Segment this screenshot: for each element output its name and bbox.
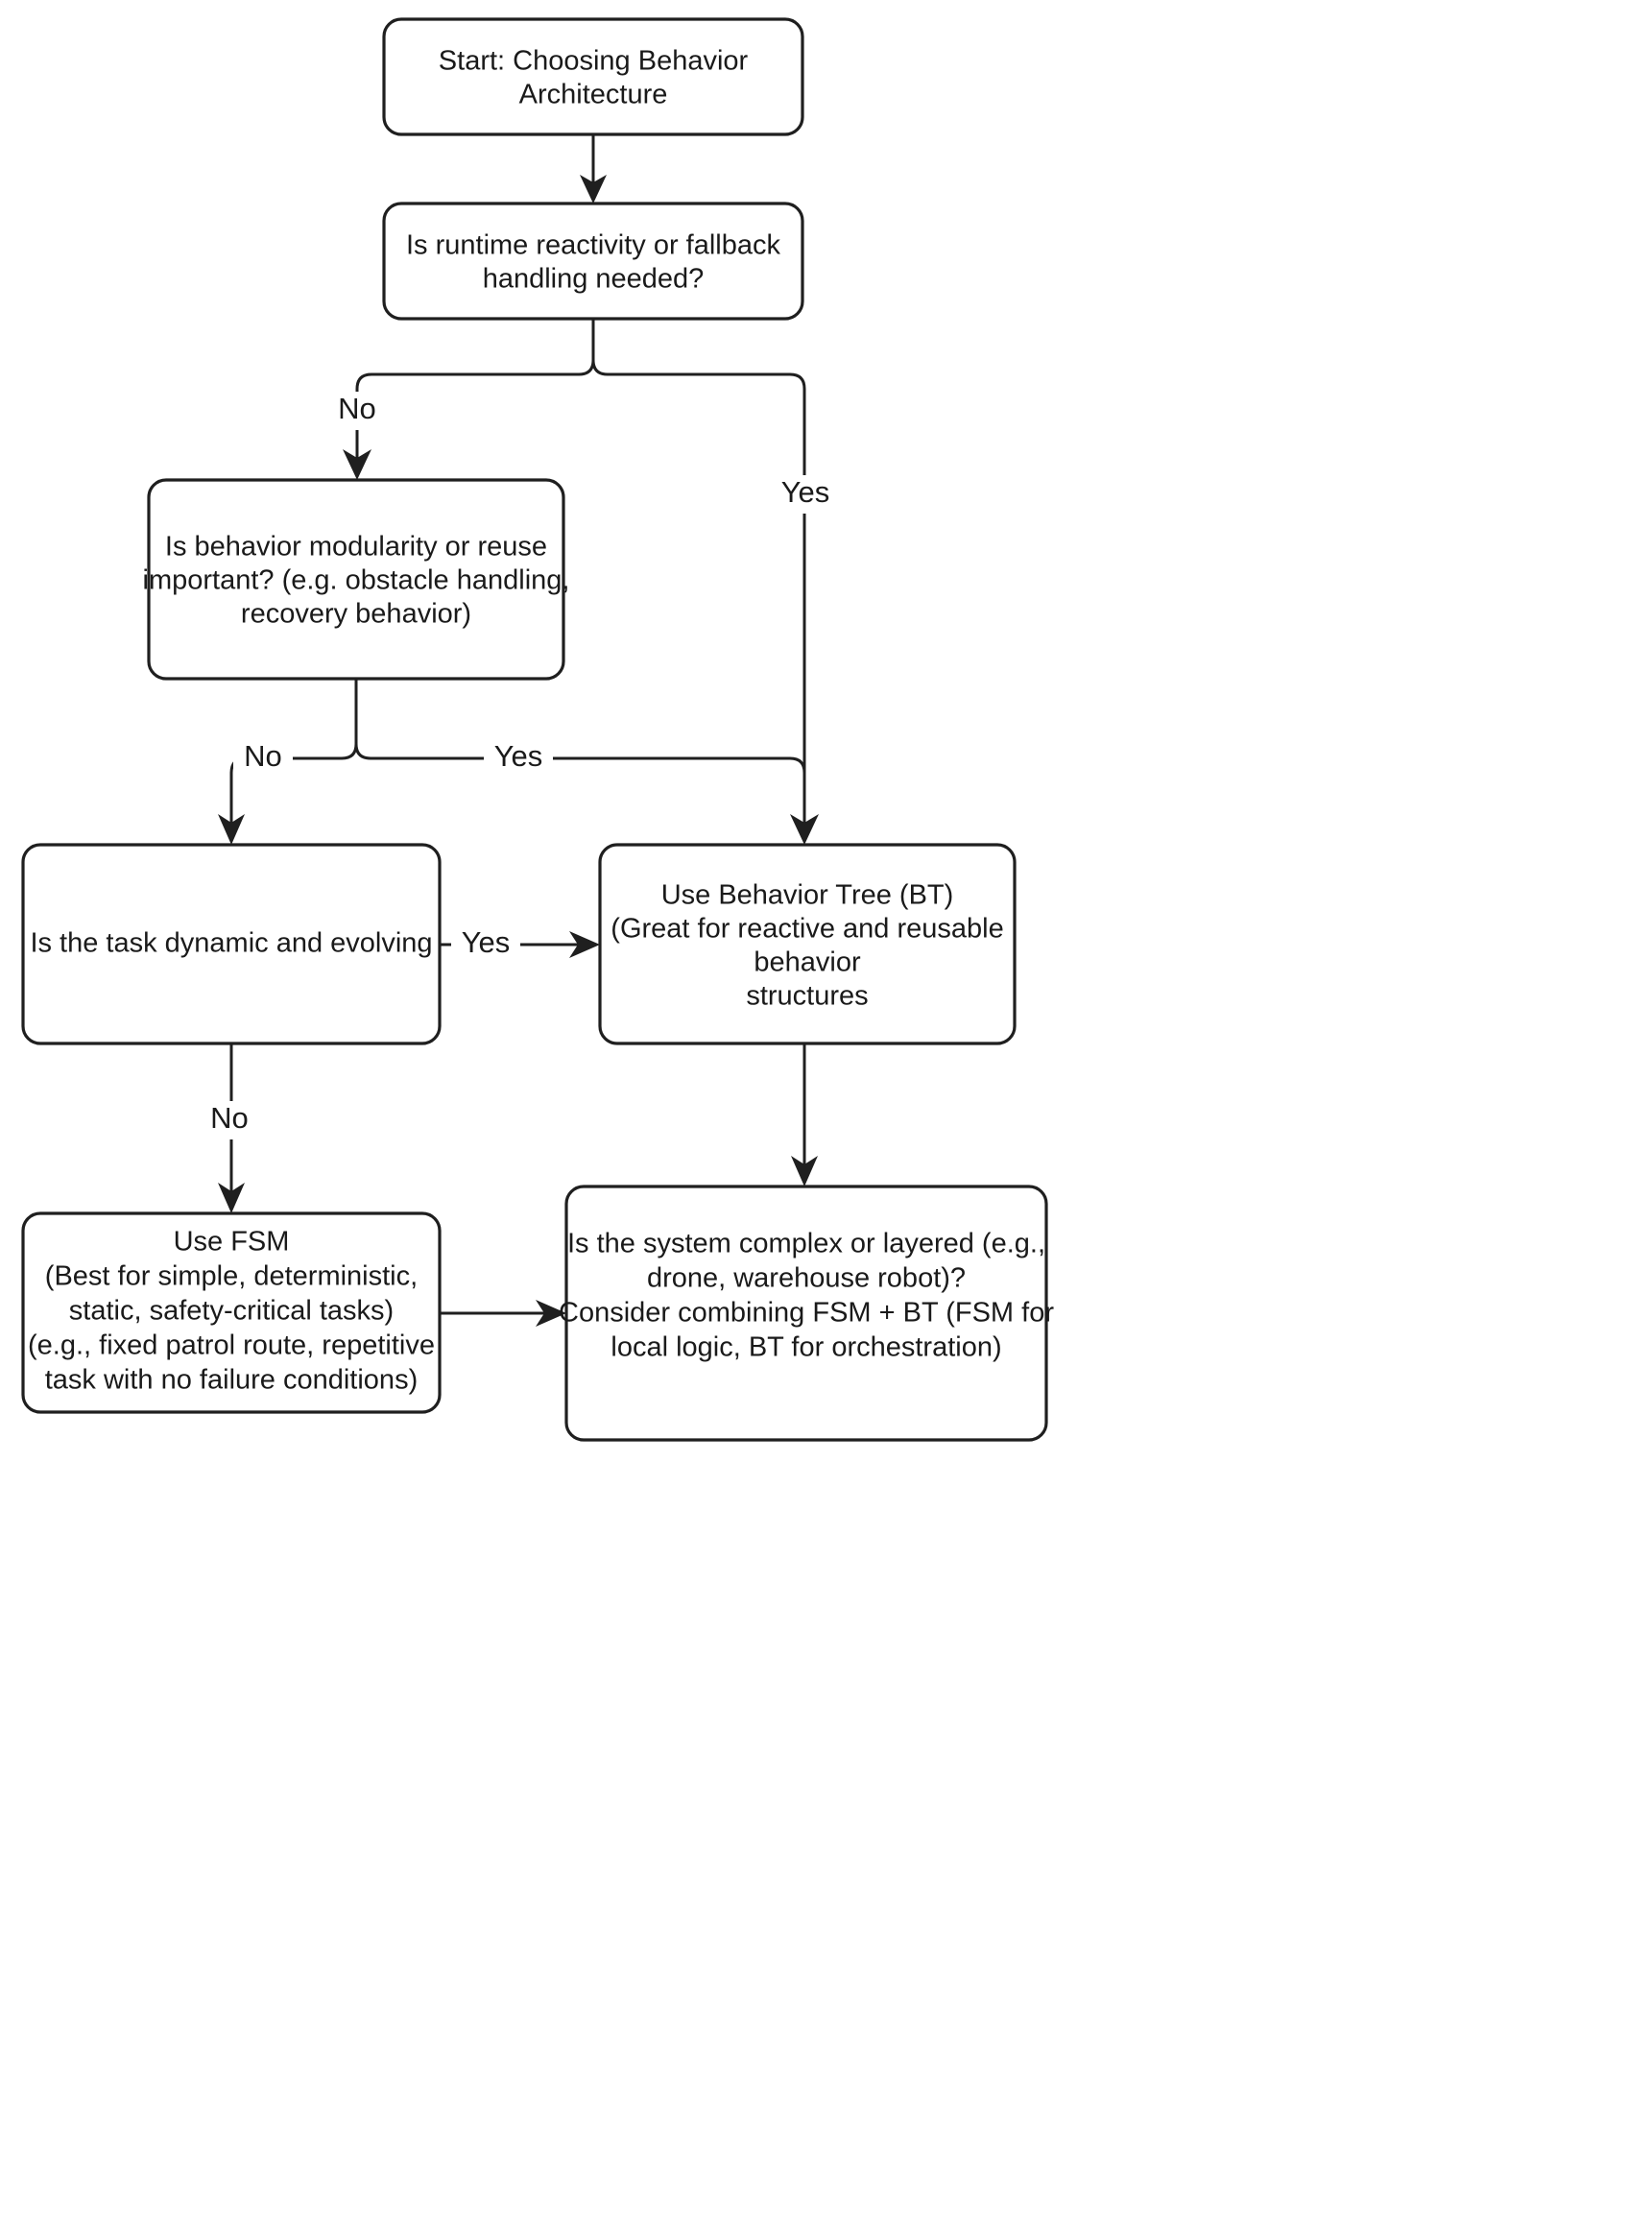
node-use-behavior-tree-line-1: (Great for reactive and reusable (611, 914, 1003, 945)
edge-modularity-yes (354, 742, 806, 826)
nodes-layer: Start: Choosing Behavior Architecture Is… (21, 17, 1054, 1442)
node-use-fsm-line-2: static, safety-critical tasks) (69, 1296, 394, 1327)
arrowhead-dynamic-yes (569, 931, 600, 958)
node-use-behavior-tree-box[interactable] (598, 843, 1017, 1045)
node-task-dynamic[interactable]: Is the task dynamic and evolving (21, 843, 442, 1045)
node-start[interactable]: Start: Choosing Behavior Architecture (382, 17, 804, 136)
node-behavior-modularity-line-2: recovery behavior) (241, 599, 471, 630)
edge-label-modularity-no-text: No (244, 739, 282, 773)
edge-label-modularity-no-bg (233, 739, 293, 778)
edge-label-reactivity-yes-bg (771, 475, 840, 514)
node-runtime-reactivity-line-0: Is runtime reactivity or fallback (406, 230, 781, 261)
node-behavior-modularity[interactable]: Is behavior modularity or reuse importan… (143, 478, 570, 681)
node-behavior-modularity-box[interactable] (147, 478, 565, 681)
node-use-fsm-line-1: (Best for simple, deterministic, (45, 1261, 418, 1292)
edge-label-reactivity-no-text: No (338, 392, 376, 425)
node-runtime-reactivity[interactable]: Is runtime reactivity or fallback handli… (382, 202, 804, 321)
node-runtime-reactivity-box[interactable] (382, 202, 804, 321)
arrowhead-reactivity-no (343, 449, 371, 480)
node-start-box[interactable] (382, 17, 804, 136)
node-use-fsm-line-4: task with no failure conditions) (45, 1365, 418, 1396)
arrowhead-reactivity-yes (790, 814, 819, 845)
edge-label-dynamic-yes-bg (451, 925, 520, 964)
edge-label-dynamic-yes: Yes (451, 925, 520, 964)
node-use-fsm[interactable]: Use FSM (Best for simple, deterministic,… (21, 1211, 442, 1414)
edge-labels-layer: No Yes No Yes Yes No (200, 392, 840, 1139)
node-start-line-1: Architecture (519, 80, 668, 110)
node-use-behavior-tree-line-0: Use Behavior Tree (BT) (661, 880, 954, 911)
node-use-behavior-tree[interactable]: Use Behavior Tree (BT) (Great for reacti… (598, 843, 1017, 1045)
edge-label-modularity-no: No (233, 739, 293, 778)
arrowhead-modularity-no (218, 814, 245, 845)
node-system-complex[interactable]: Is the system complex or layered (e.g., … (559, 1185, 1054, 1442)
node-system-complex-line-3: local logic, BT for orchestration) (611, 1332, 1001, 1363)
node-system-complex-line-2: Consider combining FSM + BT (FSM for (559, 1298, 1054, 1329)
node-start-line-0: Start: Choosing Behavior (439, 46, 749, 77)
edge-label-modularity-yes: Yes (484, 739, 553, 778)
arrowhead-dynamic-no (218, 1183, 245, 1213)
edge-label-reactivity-yes: Yes (771, 475, 840, 514)
node-use-behavior-tree-line-3: structures (746, 981, 868, 1012)
edge-label-dynamic-no-text: No (210, 1101, 249, 1135)
node-use-fsm-box[interactable] (21, 1211, 442, 1414)
node-use-fsm-line-0: Use FSM (174, 1227, 290, 1258)
edge-label-reactivity-no-bg (327, 392, 387, 430)
arrowhead-bt-to-complex (791, 1156, 818, 1186)
node-behavior-modularity-line-1: important? (e.g. obstacle handling, (143, 565, 570, 596)
edge-label-reactivity-no: No (327, 392, 387, 430)
node-system-complex-line-0: Is the system complex or layered (e.g., (567, 1229, 1045, 1259)
edge-reactivity-yes (591, 358, 806, 826)
edge-label-modularity-yes-bg (484, 739, 553, 778)
edge-label-dynamic-no-bg (200, 1101, 259, 1139)
edge-label-modularity-yes-text: Yes (494, 739, 543, 773)
node-system-complex-line-1: drone, warehouse robot)? (647, 1263, 966, 1294)
node-use-behavior-tree-line-2: behavior (754, 947, 861, 978)
edge-label-reactivity-yes-text: Yes (781, 475, 830, 509)
node-system-complex-box[interactable] (564, 1185, 1048, 1442)
edge-reactivity-no (355, 358, 595, 461)
arrowhead-fsm-to-complex (536, 1300, 566, 1327)
edge-label-dynamic-no: No (200, 1101, 259, 1139)
node-task-dynamic-line-0: Is the task dynamic and evolving (30, 928, 432, 959)
node-use-fsm-line-3: (e.g., fixed patrol route, repetitive (28, 1330, 435, 1361)
node-behavior-modularity-line-0: Is behavior modularity or reuse (165, 532, 547, 563)
node-task-dynamic-box[interactable] (21, 843, 442, 1045)
edge-label-dynamic-yes-text: Yes (462, 925, 511, 959)
arrowhead-start-to-reactivity (580, 175, 607, 204)
node-runtime-reactivity-line-1: handling needed? (483, 264, 705, 295)
